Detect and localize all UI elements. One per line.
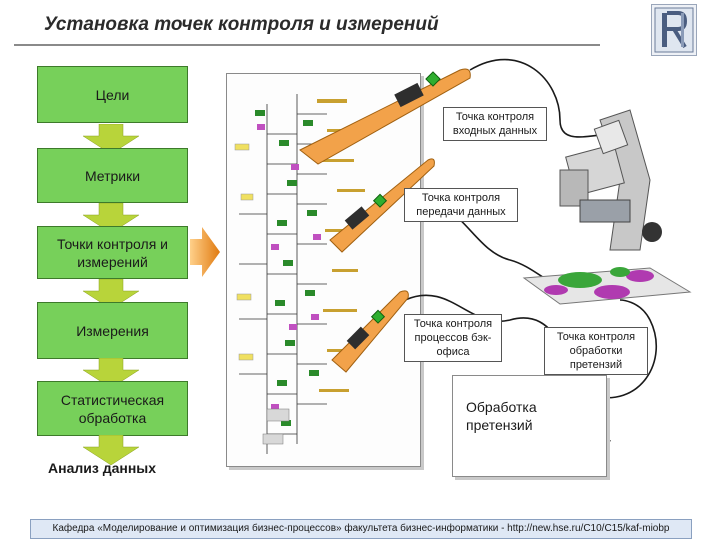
callout-backoffice-control: Точка контроля процессов бэк-офиса — [404, 314, 502, 362]
step-goals: Цели — [37, 66, 188, 123]
callout-claims-control: Точка контроля обработки претензий — [544, 327, 648, 375]
arrow-down-icon — [82, 124, 140, 154]
thermometer-probe-icon — [331, 290, 409, 373]
step-metrics: Метрики — [37, 148, 188, 203]
claims-process-box — [452, 375, 607, 477]
thermometer-probe-icon — [329, 158, 435, 253]
callout-transfer-control: Точка контроля передачи данных — [404, 188, 518, 222]
step-control-points: Точки контроля и измерений — [37, 226, 188, 279]
arrow-down-icon — [82, 435, 140, 465]
callout-input-control: Точка контроля входных данных — [443, 107, 547, 141]
title-underline — [14, 44, 600, 46]
arrow-down-icon — [82, 279, 140, 309]
thermometer-probe-icon — [299, 68, 471, 165]
microscope-icon — [522, 109, 692, 305]
claims-process-label: Обработка претензий — [466, 399, 537, 433]
arrow-right-icon — [190, 227, 220, 277]
page-title: Установка точек контроля и измерений — [44, 14, 439, 35]
arrow-down-icon — [82, 203, 140, 233]
footer-bar: Кафедра «Моделирование и оптимизация биз… — [30, 519, 692, 539]
arrow-down-icon — [82, 358, 140, 388]
step-statistics: Статистическая обработка — [37, 381, 188, 436]
hse-logo-icon — [651, 4, 697, 56]
analysis-label: Анализ данных — [48, 460, 157, 476]
